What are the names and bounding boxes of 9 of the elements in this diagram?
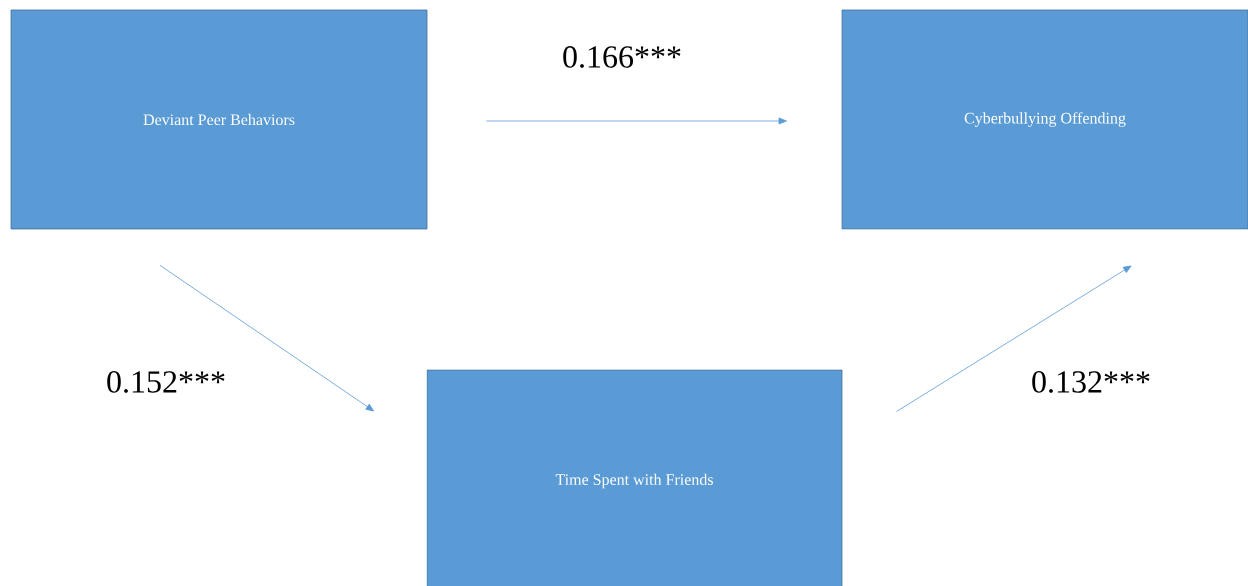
arrow [896,265,1132,412]
process-box: Cyberbullying Offending [841,9,1248,230]
edge-label: 0.166*** [563,46,681,68]
arrow [486,117,787,125]
process-box: Time Spent with Friends [426,369,843,586]
process-box: Deviant Peer Behaviors [10,9,428,230]
arrow [159,265,375,412]
edge-label: 0.152*** [107,371,225,393]
edge-label: 0.132*** [1032,371,1150,393]
